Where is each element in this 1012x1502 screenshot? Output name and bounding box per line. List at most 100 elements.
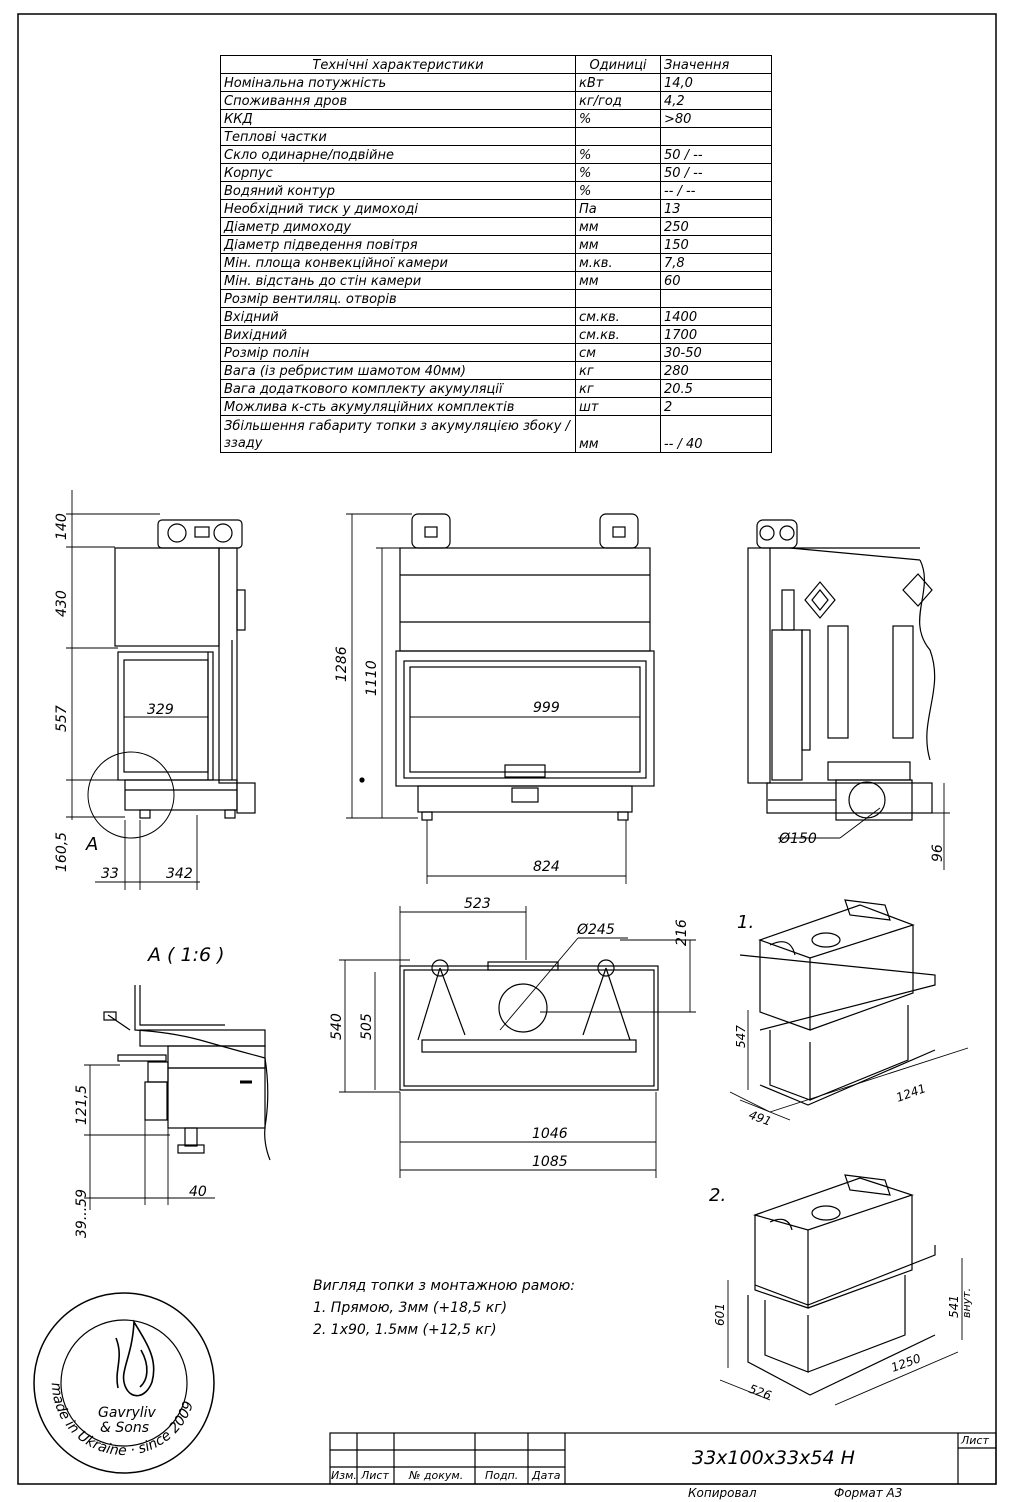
- dim-iso1-491: 491: [747, 1108, 773, 1129]
- row-unit: м.кв.: [575, 253, 661, 272]
- row-value: 280: [660, 361, 772, 380]
- row-unit: кг: [575, 361, 661, 380]
- row-unit: [575, 289, 661, 308]
- row-unit: Па: [575, 199, 661, 218]
- row-unit: мм: [575, 235, 661, 254]
- dim-front-999: 999: [533, 700, 560, 716]
- row-value: 13: [660, 199, 772, 218]
- row-label: Збільшення габариту топки з акумуляцією …: [220, 415, 576, 453]
- col-izm: Изм.: [331, 1469, 357, 1482]
- row-value: >80: [660, 109, 772, 128]
- table-row: Збільшення габариту топки з акумуляцією …: [220, 415, 772, 453]
- row-value: -- / --: [660, 181, 772, 200]
- dim-side-430: 430: [54, 590, 70, 617]
- col-doc: № докум.: [409, 1469, 464, 1482]
- iso2-label: 2.: [709, 1185, 726, 1206]
- row-label: Розмір полін: [220, 343, 576, 362]
- dim-detail-40: 40: [189, 1184, 207, 1200]
- sheet-label: Лист: [961, 1434, 989, 1447]
- dim-iso1-547: 547: [734, 1025, 748, 1048]
- row-value: 1700: [660, 325, 772, 344]
- title-block: [329, 1432, 997, 1485]
- col-podp: Подп.: [485, 1469, 519, 1482]
- dim-top-1046: 1046: [532, 1126, 568, 1142]
- row-value: 7,8: [660, 253, 772, 272]
- dim-iso2-601: 601: [713, 1303, 727, 1326]
- dim-top-523: 523: [464, 896, 491, 912]
- row-value: 4,2: [660, 91, 772, 110]
- row-value: 30-50: [660, 343, 772, 362]
- row-label: Мін. площа конвекційної камери: [220, 253, 576, 272]
- row-value: 250: [660, 217, 772, 236]
- row-value: [660, 127, 772, 146]
- dim-top-216: 216: [674, 919, 690, 946]
- row-label: Вихідний: [220, 325, 576, 344]
- dim-iso2-vnut: внут.: [960, 1288, 973, 1318]
- front-view: [346, 513, 655, 884]
- dim-side-342: 342: [166, 866, 193, 882]
- notes-line-1: 1. Прямою, 3мм (+18,5 кг): [313, 1300, 508, 1316]
- iso1-label: 1.: [737, 912, 754, 933]
- row-value: 50 / --: [660, 145, 772, 164]
- row-label: Вага (із ребристим шамотом 40мм): [220, 361, 576, 380]
- header-characteristic: Технічні характеристики: [220, 55, 576, 74]
- row-value: 50 / --: [660, 163, 772, 182]
- row-value: [660, 289, 772, 308]
- row-unit: %: [575, 163, 661, 182]
- detail-a-title: A ( 1:6 ): [146, 944, 225, 966]
- notes-line-2: 2. 1х90, 1.5мм (+12,5 кг): [313, 1322, 497, 1338]
- row-label: Корпус: [220, 163, 576, 182]
- row-unit: %: [575, 109, 661, 128]
- row-value: 1400: [660, 307, 772, 326]
- row-label: Можлива к-сть акумуляційних комплектів: [220, 397, 576, 416]
- dim-front-1110: 1110: [364, 660, 380, 696]
- row-unit: мм: [575, 271, 661, 290]
- row-value: 20.5: [660, 379, 772, 398]
- row-label: Водяний контур: [220, 181, 576, 200]
- row-value: -- / 40: [660, 415, 772, 453]
- dim-detail-1215: 121,5: [74, 1085, 90, 1125]
- table-row: Теплові частки: [220, 127, 772, 146]
- row-label: Теплові частки: [220, 127, 576, 146]
- logo-name-line2: & Sons: [100, 1420, 149, 1436]
- header-value: Значення: [660, 55, 772, 74]
- row-unit: шт: [575, 397, 661, 416]
- table-row: Розмір вентиляц. отворів: [220, 289, 772, 308]
- table-row: ККД%>80: [220, 109, 772, 128]
- row-label: ККД: [220, 109, 576, 128]
- dim-side-557: 557: [54, 705, 70, 732]
- row-unit: кг: [575, 379, 661, 398]
- row-label: Мін. відстань до стін камери: [220, 271, 576, 290]
- dim-front-1286: 1286: [334, 646, 350, 682]
- row-unit: см.кв.: [575, 325, 661, 344]
- company-logo: Gavryliv & Sons made in Ukraine · since …: [33, 1292, 215, 1474]
- dim-front-824: 824: [533, 859, 560, 875]
- row-label: Споживання дров: [220, 91, 576, 110]
- row-label: Номінальна потужність: [220, 73, 576, 92]
- logo-name-line1: Gavryliv: [98, 1405, 157, 1421]
- side-view: [66, 490, 256, 890]
- row-unit: кг/год: [575, 91, 661, 110]
- col-data: Дата: [532, 1469, 561, 1482]
- notes-title: Вигляд топки з монтажною рамою:: [313, 1278, 576, 1294]
- dim-top-540: 540: [329, 1013, 345, 1040]
- row-value: 14,0: [660, 73, 772, 92]
- copied-label: Копировал: [688, 1486, 757, 1500]
- row-unit: %: [575, 181, 661, 200]
- row-label: Вхідний: [220, 307, 576, 326]
- detail-ref-a: A: [85, 834, 98, 855]
- table-row: Скло одинарне/подвійне%50 / --: [220, 145, 772, 164]
- spec-table-header: Технічні характеристики Одиниці Значення: [220, 55, 772, 74]
- top-view: [339, 906, 696, 1178]
- row-value: 60: [660, 271, 772, 290]
